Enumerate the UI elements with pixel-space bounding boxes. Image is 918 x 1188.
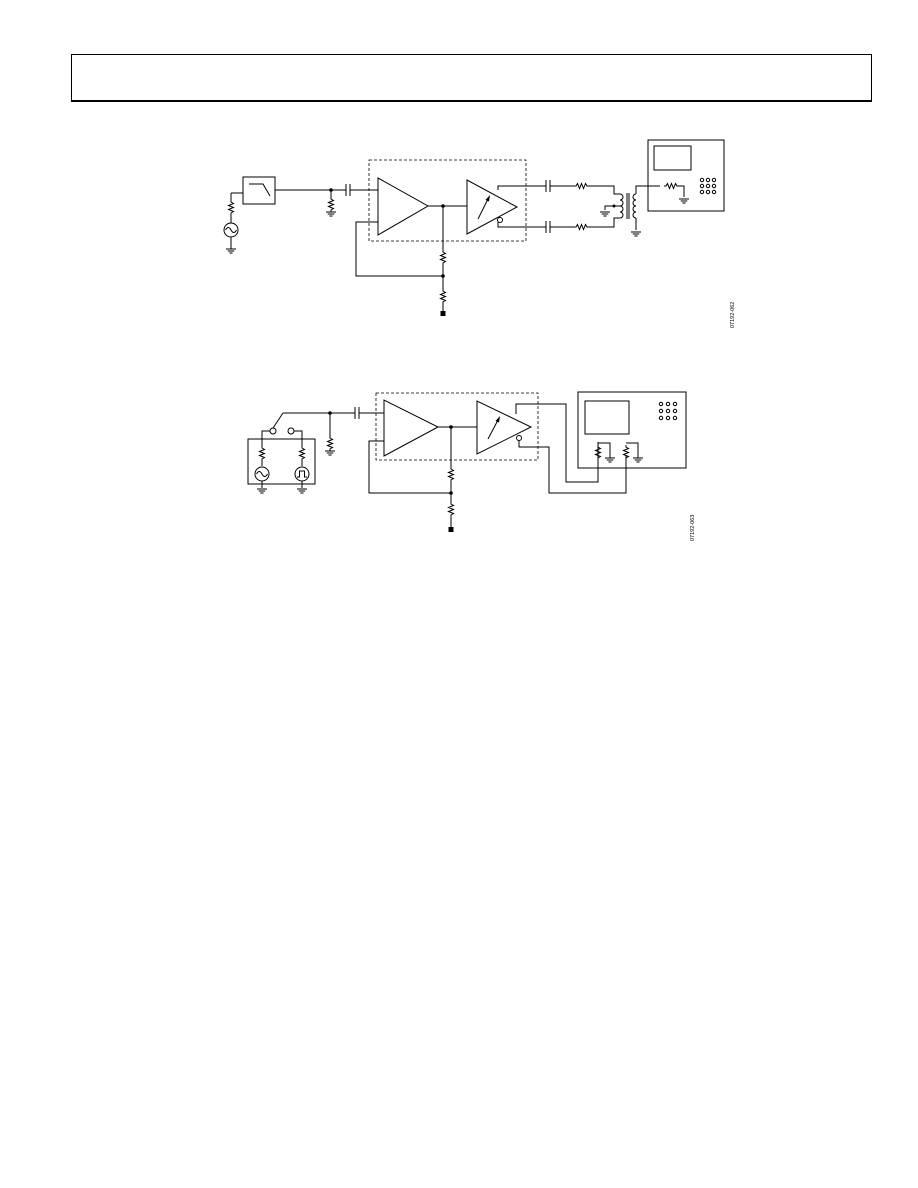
dut-boundary-2 [375, 392, 539, 461]
preamplifier-2 [383, 399, 477, 457]
pulse-sine-generator [247, 412, 330, 494]
oscilloscope [577, 391, 687, 469]
output-transformer [599, 185, 660, 237]
preamplifier [377, 177, 467, 236]
differential-output-lines [497, 180, 620, 233]
signal-source-sine [223, 192, 243, 254]
input-termination-resistor [325, 188, 337, 217]
spectrum-analyzer [647, 139, 725, 212]
low-pass-filter [242, 176, 331, 205]
gain-set-network-2 [368, 427, 454, 532]
input-coupling-capacitor-2 [330, 407, 384, 419]
variable-gain-amplifier-2 [476, 400, 533, 455]
figure-1-id-label: 07192-062 [730, 302, 736, 328]
output-lines-to-scope [515, 403, 627, 494]
input-coupling-capacitor [331, 184, 378, 196]
variable-gain-amplifier [466, 179, 519, 235]
page-header-box [71, 54, 872, 102]
input-termination-resistor-2 [324, 411, 336, 456]
figure-2-id-label: 07192-063 [690, 515, 696, 541]
gain-set-network [355, 206, 446, 316]
figure-1-schematic: 07192-062 [223, 139, 736, 328]
figure-2-schematic: 07192-063 [247, 391, 696, 541]
dut-boundary [368, 159, 527, 242]
